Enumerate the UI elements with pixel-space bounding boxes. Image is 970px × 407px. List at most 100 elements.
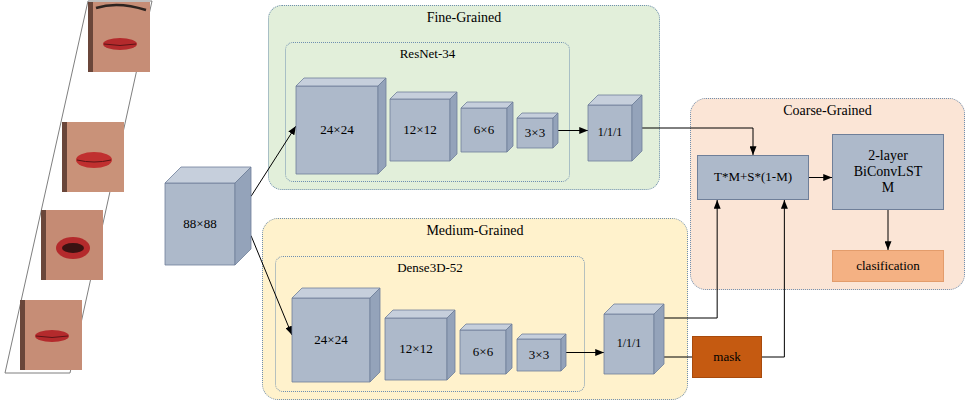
face-skin [25, 300, 82, 370]
cube-side [370, 288, 380, 382]
node-label: clasification [856, 259, 920, 274]
photo-ground [20, 300, 82, 370]
frame-stack [5, 1, 152, 373]
group-title: ResNet-34 [400, 47, 456, 62]
cube-top [385, 310, 455, 318]
cube-side [561, 334, 566, 371]
cube-front [165, 183, 235, 265]
node-label: 1/1/1 [617, 337, 642, 351]
node-label: mask [713, 350, 740, 365]
lips [35, 330, 69, 342]
lip-line [36, 336, 68, 338]
group-band: Coarse-GrainedT*M+S*(1-M) 2-layer BiConvL… [690, 98, 965, 290]
photo-ground [88, 2, 150, 72]
cube-top [460, 324, 512, 330]
mask-box: mask [692, 336, 762, 378]
face-skin [93, 2, 150, 72]
cube-side [654, 304, 664, 374]
feature-cube: 24×24 [292, 288, 380, 382]
cube-side [553, 113, 558, 148]
group-band: Medium-GrainedDense3D-52 24×24 12×12 6×6 3×3… [262, 218, 688, 400]
cube-front [296, 86, 378, 174]
node-label: 24×24 [314, 333, 347, 348]
node-label: 6×6 [474, 123, 494, 138]
cube-front [517, 339, 561, 371]
input-cube: 88×88 [165, 167, 251, 265]
group-title: Medium-Grained [426, 223, 523, 239]
node-label: 3×3 [529, 348, 549, 363]
lips [103, 38, 137, 50]
cube-front [588, 105, 632, 161]
operation-box: T*M+S*(1-M) [697, 155, 809, 200]
face-skin [46, 210, 103, 280]
feature-cube: 3×3 [517, 334, 566, 371]
cube-top [296, 78, 386, 86]
node-label: 12×12 [399, 342, 432, 357]
flow-arrow [809, 177, 832, 178]
feature-cube: 6×6 [460, 324, 512, 374]
face-frame [20, 300, 82, 370]
flow-arrow [558, 130, 588, 131]
cube-front [604, 314, 654, 374]
cube-top [390, 92, 457, 99]
flow-arrow [888, 210, 889, 250]
lips [76, 152, 112, 168]
face-frame [41, 210, 103, 280]
feature-cube: 24×24 [296, 78, 386, 174]
node-label: 1/1/1 [598, 126, 623, 140]
cube-front [460, 330, 506, 374]
node-label: 24×24 [320, 123, 353, 138]
flow-arrow [664, 357, 692, 358]
feature-cube: 6×6 [461, 102, 513, 152]
cube-front [390, 99, 450, 161]
classifier-box: clasification [832, 250, 944, 282]
face-frame [62, 122, 124, 192]
node-label: 2-layer BiConvLST M [848, 148, 928, 196]
feature-cube: 3×3 [517, 113, 558, 148]
group-title: Fine-Grained [427, 10, 502, 26]
node-label: 12×12 [403, 123, 436, 138]
lips [56, 237, 90, 259]
node-label: 3×3 [525, 126, 545, 141]
node-label: T*M+S*(1-M) [714, 170, 792, 185]
operation-box: 2-layer BiConvLST M [832, 134, 944, 210]
cube-top [517, 113, 558, 118]
group-title: Coarse-Grained [783, 103, 872, 119]
cube-side [507, 102, 513, 152]
cube-front [292, 298, 370, 382]
face-frame [88, 2, 150, 72]
feature-cube: 12×12 [385, 310, 455, 380]
lip-line [77, 160, 111, 162]
output-cube: 1/1/1 [588, 95, 642, 161]
photo-ground [62, 122, 124, 192]
group-band: Fine-GrainedResNet-34 24×24 12×12 6×6 3×3 1/1… [268, 5, 660, 190]
node-label: 6×6 [473, 345, 493, 360]
band-fill [690, 98, 965, 290]
cube-side [450, 92, 457, 161]
cube-front [385, 318, 447, 380]
cube-front [517, 118, 553, 148]
flow-arrow [566, 352, 604, 353]
photo-ground [41, 210, 103, 280]
cube-top [517, 334, 566, 339]
lip-line [104, 44, 136, 46]
cube-side [506, 324, 512, 374]
open-mouth [62, 243, 84, 253]
cube-side [378, 78, 386, 174]
glasses [96, 5, 146, 10]
cube-side [235, 167, 251, 265]
face-skin [67, 122, 124, 192]
feature-cube: 12×12 [390, 92, 457, 161]
output-cube: 1/1/1 [604, 304, 664, 374]
node-label: 88×88 [183, 217, 216, 232]
cube-side [632, 95, 642, 161]
cube-front [461, 108, 507, 152]
network-box: ResNet-34 24×24 12×12 6×6 3×3 [285, 42, 570, 182]
cube-top [461, 102, 513, 108]
group-title: Dense3D-52 [397, 261, 463, 276]
network-box: Dense3D-52 24×24 12×12 6×6 3×3 [275, 256, 585, 392]
cube-side [447, 310, 455, 380]
cube-top [292, 288, 380, 298]
